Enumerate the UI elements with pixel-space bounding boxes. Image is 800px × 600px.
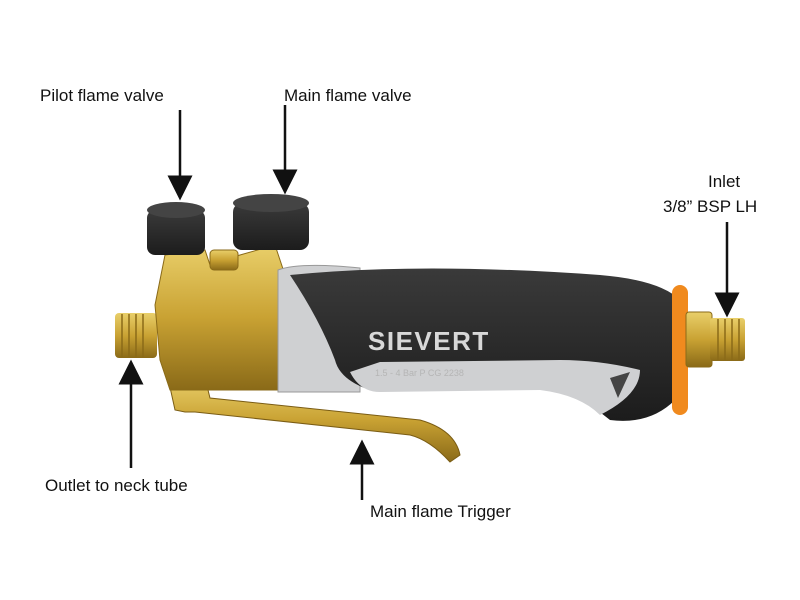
label-inlet: Inlet [708,172,741,191]
inlet-fitting [685,311,713,368]
pilot-flame-knob [147,202,205,255]
label-inlet-thread: 3/8” BSP LH [663,197,758,216]
label-pilot-flame-valve: Pilot flame valve [40,86,164,105]
trigger-lever [167,377,461,463]
label-outlet: Outlet to neck tube [45,476,188,495]
brand-logo: SIEVERT [368,326,490,356]
main-flame-knob [233,194,309,250]
handle-marking: 1.5 - 4 Bar P CG 2238 [375,368,464,378]
orange-ring [672,285,688,415]
label-trigger: Main flame Trigger [370,502,511,521]
label-main-flame-valve: Main flame valve [284,86,412,105]
